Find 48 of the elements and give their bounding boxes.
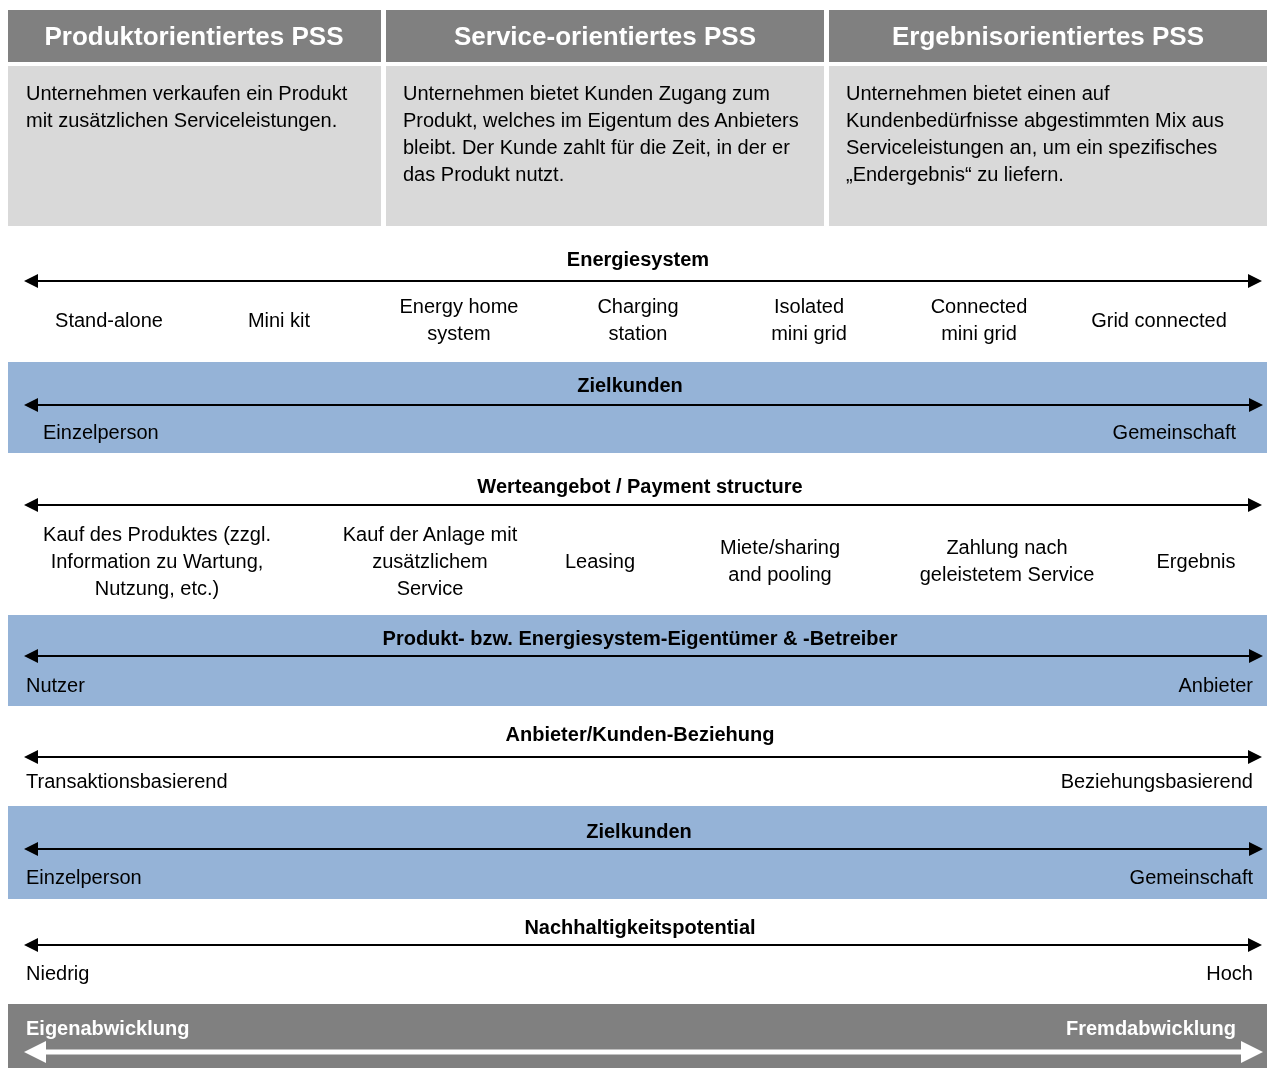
band-title: Nachhaltigkeitspotential	[524, 914, 756, 940]
scale-item-text: Charging station	[596, 294, 680, 346]
spectrum-band	[8, 1004, 1267, 1068]
scale-end-text: Eigenabwicklung	[26, 1015, 190, 1041]
scale-item-text: Stand-alone	[55, 307, 163, 333]
description-panel	[8, 66, 381, 226]
scale-end-text: Hoch	[1206, 960, 1253, 986]
scale-end-text: Einzelperson	[26, 864, 142, 890]
scale-item-text: Energy home system	[398, 294, 520, 346]
scale-item-text: Kauf der Anlage mit zusätzlichem Service	[341, 521, 519, 601]
scale-end-text: Gemeinschaft	[1129, 864, 1253, 890]
column-header	[829, 10, 1267, 62]
scale-end-text: Niedrig	[26, 960, 90, 986]
description-panel	[386, 66, 824, 226]
column-heading: Ergebnisorientiertes PSS	[891, 20, 1205, 52]
scale-item-text: Connected mini grid	[929, 294, 1029, 346]
scale-end-text: Transaktionsbasierend	[26, 768, 228, 794]
description-text: Unternehmen verkaufen ein Produkt mit zusätzlichen Serviceleistungen.	[26, 81, 349, 133]
column-heading: Produktorientiertes PSS	[44, 20, 344, 52]
band-title: Produkt- bzw. Energiesystem-Eigentümer & -Betreiber	[382, 625, 898, 651]
description-text: Unternehmen bietet Kunden Zugang zum Produkt, welches im Eigentum des Anbieters bleibt. Der Kunde zahlt für die Zeit, in der er das Produkt nutzt.	[403, 81, 800, 187]
band-title: Werteangebot / Payment structure	[477, 473, 803, 499]
scale-item-text: Grid connected	[1091, 307, 1227, 333]
scale-item-text: Zahlung nach geleistetem Service	[918, 535, 1096, 587]
description-text: Unternehmen bietet einen auf Kundenbedürfnisse abgestimmten Mix aus Serviceleistungen an, um ein spezifisches „Endergebnis“ zu liefern.	[846, 81, 1225, 187]
column-header	[386, 10, 824, 62]
scale-end-text: Nutzer	[26, 672, 85, 698]
scale-end-text: Anbieter	[1178, 672, 1253, 698]
scale-item-text: Isolated mini grid	[770, 294, 848, 346]
scale-item-text: Kauf des Produktes (zzgl. Information zu Wartung, Nutzung, etc.)	[42, 521, 272, 601]
scale-item-text: Miete/sharing and pooling	[718, 535, 842, 587]
description-panel	[829, 66, 1267, 226]
band-title: Zielkunden	[586, 818, 692, 844]
spectrum-band	[8, 615, 1267, 706]
spectrum-band	[8, 362, 1267, 453]
scale-end-text: Gemeinschaft	[1112, 419, 1236, 445]
scale-item-text: Leasing	[564, 548, 636, 574]
spectrum-band	[8, 806, 1267, 899]
band-title: Energiesystem	[566, 246, 710, 272]
column-heading: Service-orientiertes PSS	[454, 20, 756, 52]
scale-end-text: Fremdabwicklung	[1065, 1015, 1236, 1041]
band-title: Anbieter/Kunden-Beziehung	[505, 721, 775, 747]
column-header	[8, 10, 381, 62]
scale-item-text: Ergebnis	[1156, 548, 1236, 574]
scale-item-text: Mini kit	[247, 307, 311, 333]
band-title: Zielkunden	[577, 372, 683, 398]
scale-end-text: Einzelperson	[43, 419, 159, 445]
scale-end-text: Beziehungsbasierend	[1060, 768, 1253, 794]
